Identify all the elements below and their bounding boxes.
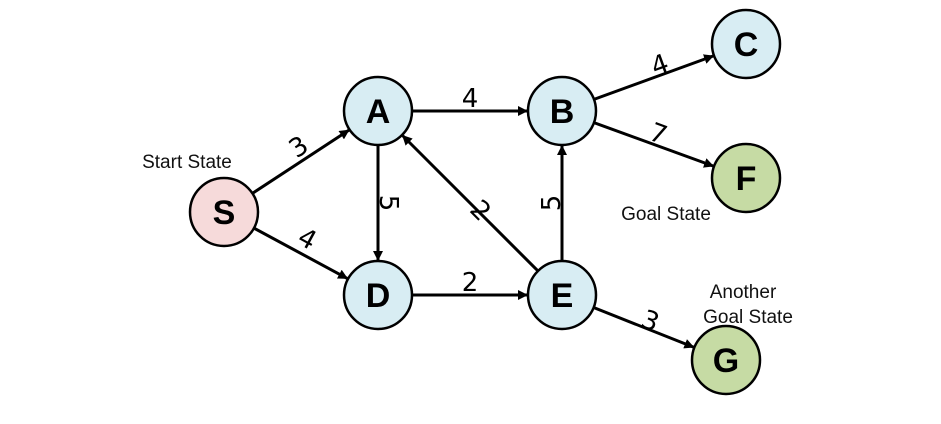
node-g-label: G [713, 342, 739, 380]
another-goal-annotation-line2: Goal State [703, 307, 793, 328]
node-c-label: C [734, 26, 759, 64]
edge-weight-e-b: 5 [537, 195, 567, 212]
node-e-circle [526, 259, 598, 331]
node-f-label: F [736, 160, 757, 198]
node-s-label: S [213, 194, 236, 232]
node-b-label: B [550, 93, 575, 131]
node-a: A [342, 75, 414, 147]
edge-s-d [253, 226, 349, 280]
node-d-label: D [366, 277, 391, 315]
edge-weight-b-f: 7 [645, 118, 671, 152]
node-a-circle [342, 75, 414, 147]
node-f: F [710, 142, 782, 214]
node-c-circle [710, 8, 782, 80]
node-d-circle [342, 259, 414, 331]
node-c: C [710, 8, 782, 80]
start-state-annotation: Start State [142, 152, 232, 173]
edge-weight-d-e: 2 [462, 268, 479, 298]
node-g: G [690, 324, 762, 396]
nodes-layer: S A B C D E F G [188, 8, 782, 396]
node-b: B [526, 75, 598, 147]
edge-e-a [401, 134, 540, 273]
edge-weight-a-b: 4 [462, 84, 479, 114]
goal-state-annotation: Goal State [621, 204, 711, 225]
node-s-circle [188, 176, 260, 248]
node-g-circle [690, 324, 762, 396]
edge-s-a [251, 128, 350, 195]
node-e: E [526, 259, 598, 331]
node-s: S [188, 176, 260, 248]
node-d: D [342, 259, 414, 331]
edge-b-c [593, 54, 715, 101]
node-b-circle [526, 75, 598, 147]
node-f-circle [710, 142, 782, 214]
another-goal-annotation-line1: Another [710, 282, 777, 303]
edge-weight-s-a: 3 [284, 130, 314, 164]
edge-b-f [593, 121, 715, 168]
node-a-label: A [366, 93, 391, 131]
edge-e-g [593, 306, 695, 349]
edge-weight-a-d: 5 [373, 195, 403, 212]
node-e-label: E [551, 277, 574, 315]
